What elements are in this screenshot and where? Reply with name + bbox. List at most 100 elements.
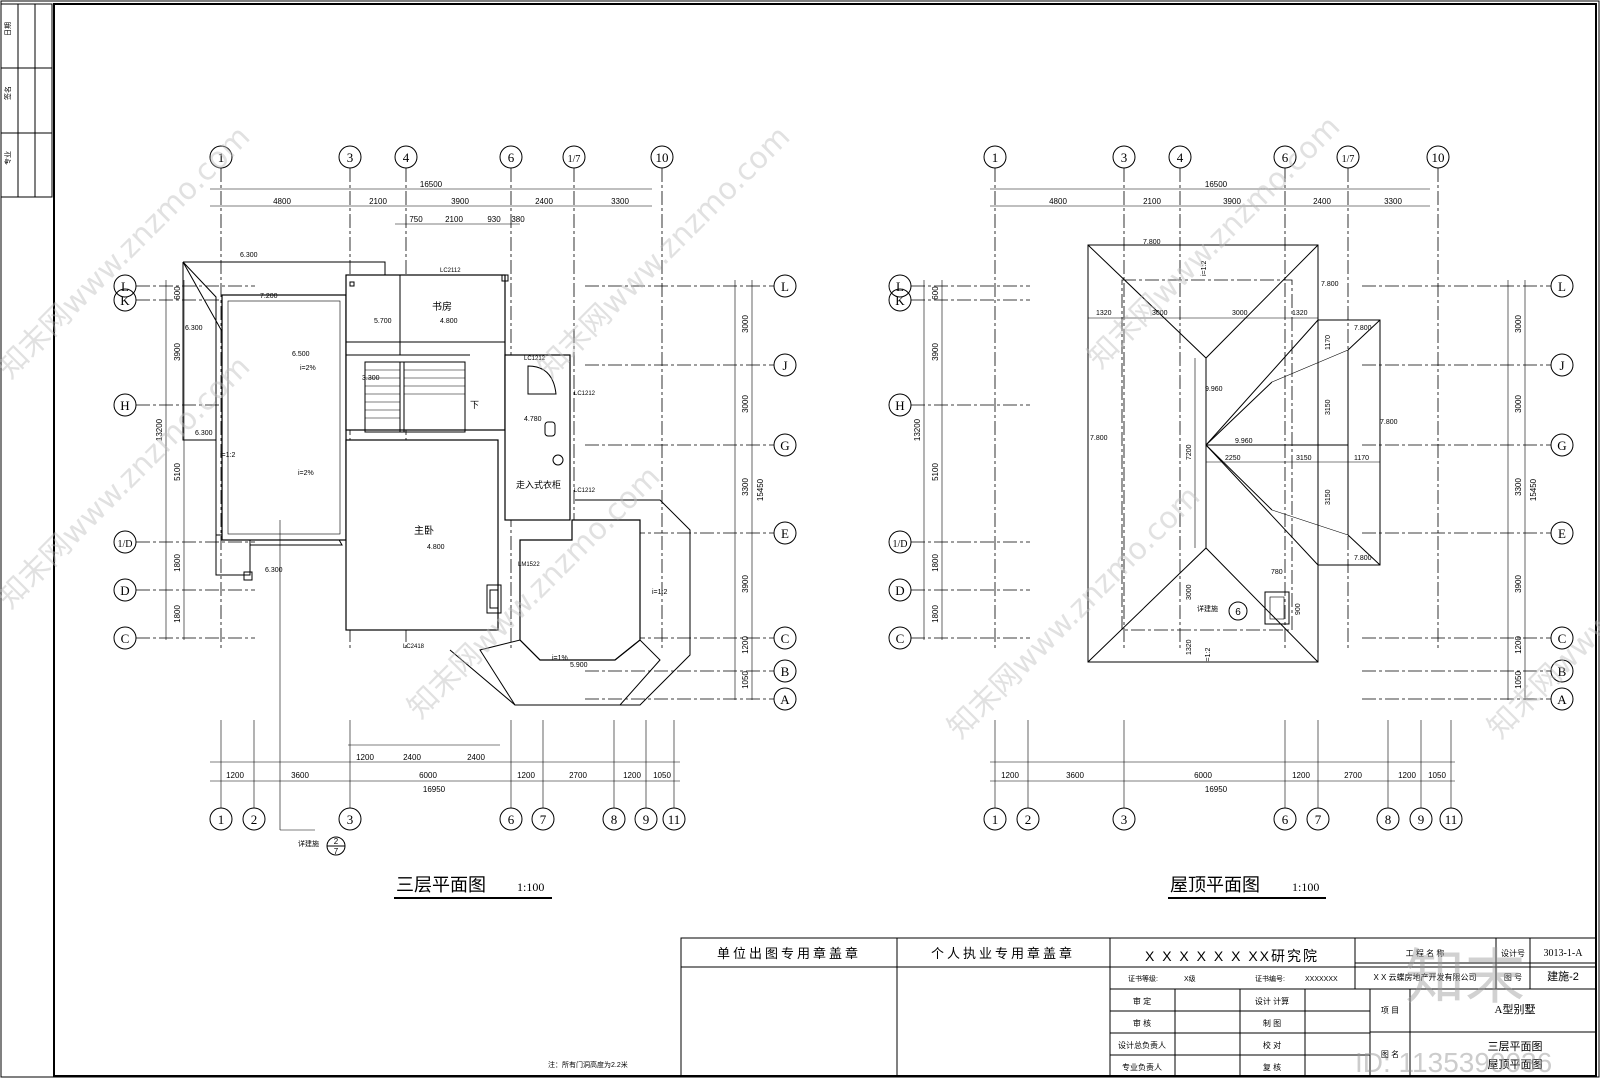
axis-label: C <box>1558 631 1567 646</box>
bottom-dim-5: 2700 <box>1344 771 1362 780</box>
axis-label: 9 <box>643 812 650 827</box>
bottom-dim-6: 1200 <box>1398 771 1416 780</box>
axis-label: B <box>1558 664 1567 679</box>
axis-bubble-top: 1 <box>209 145 233 169</box>
right-dim-1: 3000 <box>1514 315 1523 333</box>
axis-bubble-right: L <box>1550 274 1574 298</box>
right-dimension-chain: 15450 3000 3000 3300 3900 1200 1050 <box>1507 280 1538 700</box>
detail-ref-label: 详建施 <box>1197 604 1218 613</box>
top-dim-3: 3900 <box>1223 197 1241 206</box>
detail-sheet: 7 <box>334 847 339 856</box>
roof-level: 9.960 <box>1235 438 1253 445</box>
axis-bubble-bottom: 6 <box>1273 807 1297 831</box>
axis-bubble-left: D <box>113 578 137 602</box>
bottom-dim-3: 6000 <box>419 771 437 780</box>
axis-bubble-left: 1/D <box>113 530 137 554</box>
axis-bubble-left: H <box>113 393 137 417</box>
floor-drain <box>552 454 564 466</box>
axis-bubble-top: 4 <box>1168 145 1192 169</box>
axis-bubble-bottom: 8 <box>602 807 626 831</box>
top-dim-3: 3900 <box>451 197 469 206</box>
axis-bubble-left: 1/D <box>888 530 912 554</box>
axis-label: 8 <box>1385 812 1392 827</box>
door-tag: LM1522 <box>518 562 540 568</box>
level-label: 4.780 <box>524 416 542 423</box>
sheet-no: 建施-2 <box>1547 969 1579 983</box>
left-dim-2: 3900 <box>173 343 182 361</box>
item-label: 项 目 <box>1381 1006 1399 1015</box>
row-label-draw: 制 图 <box>1263 1018 1281 1028</box>
bottom-sub-dim-2: 2400 <box>403 753 421 762</box>
roof-dim: 3150 <box>1325 489 1332 505</box>
axis-bubble-bottom: 11 <box>662 807 686 831</box>
axis-bubble-bottom: 6 <box>499 807 523 831</box>
plan-scale: 1:100 <box>517 880 544 894</box>
roof-level: 7.800 <box>1321 281 1339 288</box>
axis-label: D <box>895 583 904 598</box>
axis-label: J <box>1559 358 1564 373</box>
detail-number: 6 <box>1235 607 1241 618</box>
axis-bubble-left: D <box>888 578 912 602</box>
slope-label: i=1:2 <box>220 452 235 459</box>
roof-level: 7.800 <box>1354 555 1372 562</box>
chimney <box>1264 591 1290 625</box>
roof-dim: 1170 <box>1325 335 1332 350</box>
axis-label: 8 <box>611 812 618 827</box>
axis-label: 1/7 <box>568 154 581 165</box>
slope-label: i=2% <box>298 470 314 477</box>
bottom-dim-2: 3600 <box>1066 771 1084 780</box>
axis-bubble-top: 10 <box>1426 145 1450 169</box>
right-dim-3: 3300 <box>741 478 750 496</box>
axis-bubble-bottom: 2 <box>242 807 266 831</box>
axis-label: 7 <box>540 812 547 827</box>
corner-logo: 知末 <box>1405 944 1525 1011</box>
slope-label: i=1% <box>552 655 568 662</box>
detail-reference: 详建施 6 <box>1197 601 1248 621</box>
left-dim-4: 1800 <box>931 554 940 572</box>
personal-stamp-label: 个人执业专用章盖章 <box>931 946 1075 961</box>
roof-dim: 1320 <box>1292 310 1308 317</box>
axis-label: B <box>781 664 790 679</box>
roof-dim: 3000 <box>1232 310 1248 317</box>
room-study-label: 书房 <box>432 300 452 313</box>
axis-label: 1/D <box>893 539 908 550</box>
axis-bubble-left: H <box>888 393 912 417</box>
axis-bubble-top: 4 <box>394 145 418 169</box>
axis-bubble-right: B <box>773 659 797 683</box>
roof-dim: 1320 <box>1096 310 1112 317</box>
axis-label: 2 <box>1025 812 1032 827</box>
row-label-chief: 设计总负责人 <box>1118 1040 1166 1050</box>
row-label-check: 校 对 <box>1263 1040 1281 1050</box>
roof-level: 9.960 <box>1205 386 1223 393</box>
drawing-name-label: 图 名 <box>1381 1049 1399 1059</box>
axis-label: 7 <box>1315 812 1322 827</box>
axis-bubble-left: L <box>113 274 137 298</box>
axis-bubble-bottom: 8 <box>1376 807 1400 831</box>
axis-bubble-top: 1/7 <box>1336 145 1360 169</box>
title-block: 单位出图专用章盖章 个人执业专用章盖章 X X X X X X XX研究院 证书… <box>548 937 1597 1077</box>
axis-label: G <box>1557 438 1566 453</box>
level-label: 3.300 <box>362 375 380 382</box>
axis-label: 10 <box>1432 150 1445 165</box>
left-total-dim: 13200 <box>913 418 922 441</box>
axis-bubble-right: G <box>1550 433 1574 457</box>
roof-dim: 900 <box>1295 603 1302 615</box>
axis-bubble-right: G <box>773 433 797 457</box>
drawing-name-1: 三层平面图 <box>1488 1040 1543 1053</box>
axis-label: 4 <box>403 150 410 165</box>
axis-bubble-right: E <box>1550 521 1574 545</box>
top-dim-4: 2400 <box>1313 197 1331 206</box>
right-dim-4: 3900 <box>1514 575 1523 593</box>
axis-bubble-right: L <box>773 274 797 298</box>
top-sub-dim-2: 2100 <box>445 215 463 224</box>
top-dim-5: 3300 <box>1384 197 1402 206</box>
axis-bubble-top: 10 <box>650 145 674 169</box>
roof-dim: 3150 <box>1325 399 1332 415</box>
walls: 下 <box>221 274 661 831</box>
axis-label: L <box>896 279 904 294</box>
axis-bubble-top: 1 <box>983 145 1007 169</box>
top-dim-1: 4800 <box>273 197 291 206</box>
axis-label: 11 <box>668 812 681 827</box>
toilet <box>544 421 556 437</box>
roof-dim: 3000 <box>1152 310 1168 317</box>
